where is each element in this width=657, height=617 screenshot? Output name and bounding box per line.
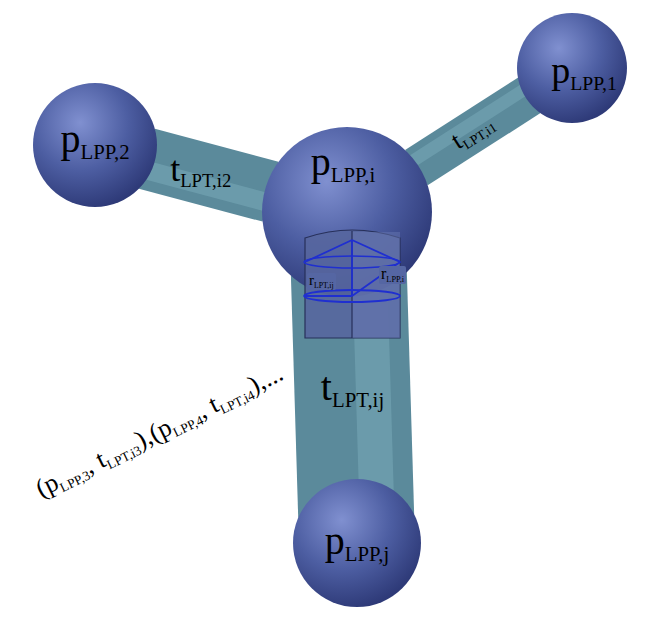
sphere-node: pLPP,i [262, 127, 432, 297]
symbol: t [321, 364, 332, 409]
sphere-node: pLPP,2 [33, 83, 157, 207]
radius-label: rLPT,ij [307, 273, 336, 290]
symbol: p [325, 518, 345, 563]
cut-face [352, 232, 400, 338]
subscript: LPP,j [345, 542, 390, 565]
subscript: LPT,ij [332, 388, 384, 411]
symbol: p [311, 139, 331, 184]
subscript: LPT,i3 [104, 443, 144, 473]
cut-edge [351, 231, 352, 338]
sphere-outline [517, 13, 627, 123]
point-label: pLPP,j [325, 521, 390, 565]
tube-highlight [144, 170, 268, 203]
symbol: r [381, 265, 386, 282]
subscript: LPT,i2 [180, 171, 231, 192]
point-label: pLPP,2 [60, 119, 129, 163]
continuation-note: (pLPP,3, tLPT,i3),(pLPP,4, tLPT,i4),... [32, 360, 288, 504]
point-label: pLPP,1 [551, 51, 617, 94]
section-ellipse [304, 290, 400, 302]
point-label: pLPP,i [311, 142, 376, 186]
symbol: p [551, 49, 570, 91]
tube-label: tLPT,i2 [170, 151, 231, 191]
radius-line [305, 295, 352, 297]
subscript: LPT,ij [314, 281, 334, 290]
tube-connector [416, 95, 529, 167]
sphere [517, 13, 627, 123]
radius-label: rLPP,i [379, 266, 406, 284]
sphere-node: pLPP,j [293, 479, 421, 607]
sphere [33, 83, 157, 207]
symbol: p [60, 116, 80, 161]
symbol: t [170, 149, 180, 189]
symbol: r [309, 272, 314, 288]
sphere-outline [262, 127, 432, 297]
tube-highlight [412, 89, 525, 161]
subscript: LPP,2 [80, 140, 129, 163]
sphere [293, 479, 421, 607]
subscript: LPP,i [331, 163, 376, 186]
sphere-node: pLPP,1 [517, 13, 627, 123]
subscript: LPP,i [386, 275, 404, 284]
subscript: LPP,1 [570, 72, 617, 94]
tube-label: tLPT,ij [321, 367, 384, 411]
subscript: LPT,i4 [217, 387, 257, 417]
